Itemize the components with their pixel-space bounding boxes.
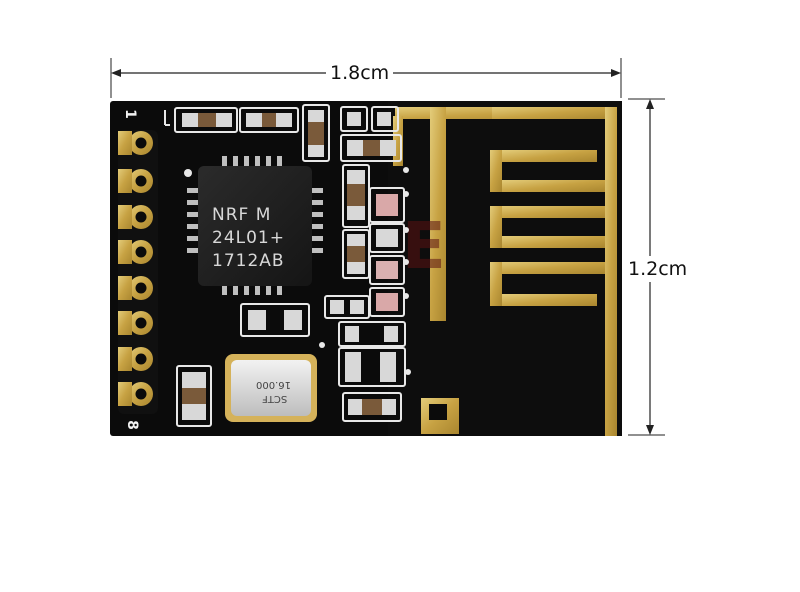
nrf24l01-chip [198, 166, 312, 286]
pin-8-marker: 8 [123, 420, 140, 430]
pin-1-marker: 1 [121, 109, 138, 119]
chip-marking-line2: 24L01+ [212, 228, 285, 248]
height-dimension-label: 1.2cm [628, 256, 688, 282]
chip-marking-line1: NRF M [212, 205, 272, 225]
svg-text:E: E [402, 210, 446, 284]
crystal-marking-line1: 16.000 [256, 379, 291, 390]
width-dimension-label: 1.8cm [326, 62, 394, 84]
chip-marking-line3: 1712AB [212, 251, 285, 271]
crystal-oscillator [231, 360, 311, 416]
crystal-marking-line2: SCTF [262, 393, 288, 404]
